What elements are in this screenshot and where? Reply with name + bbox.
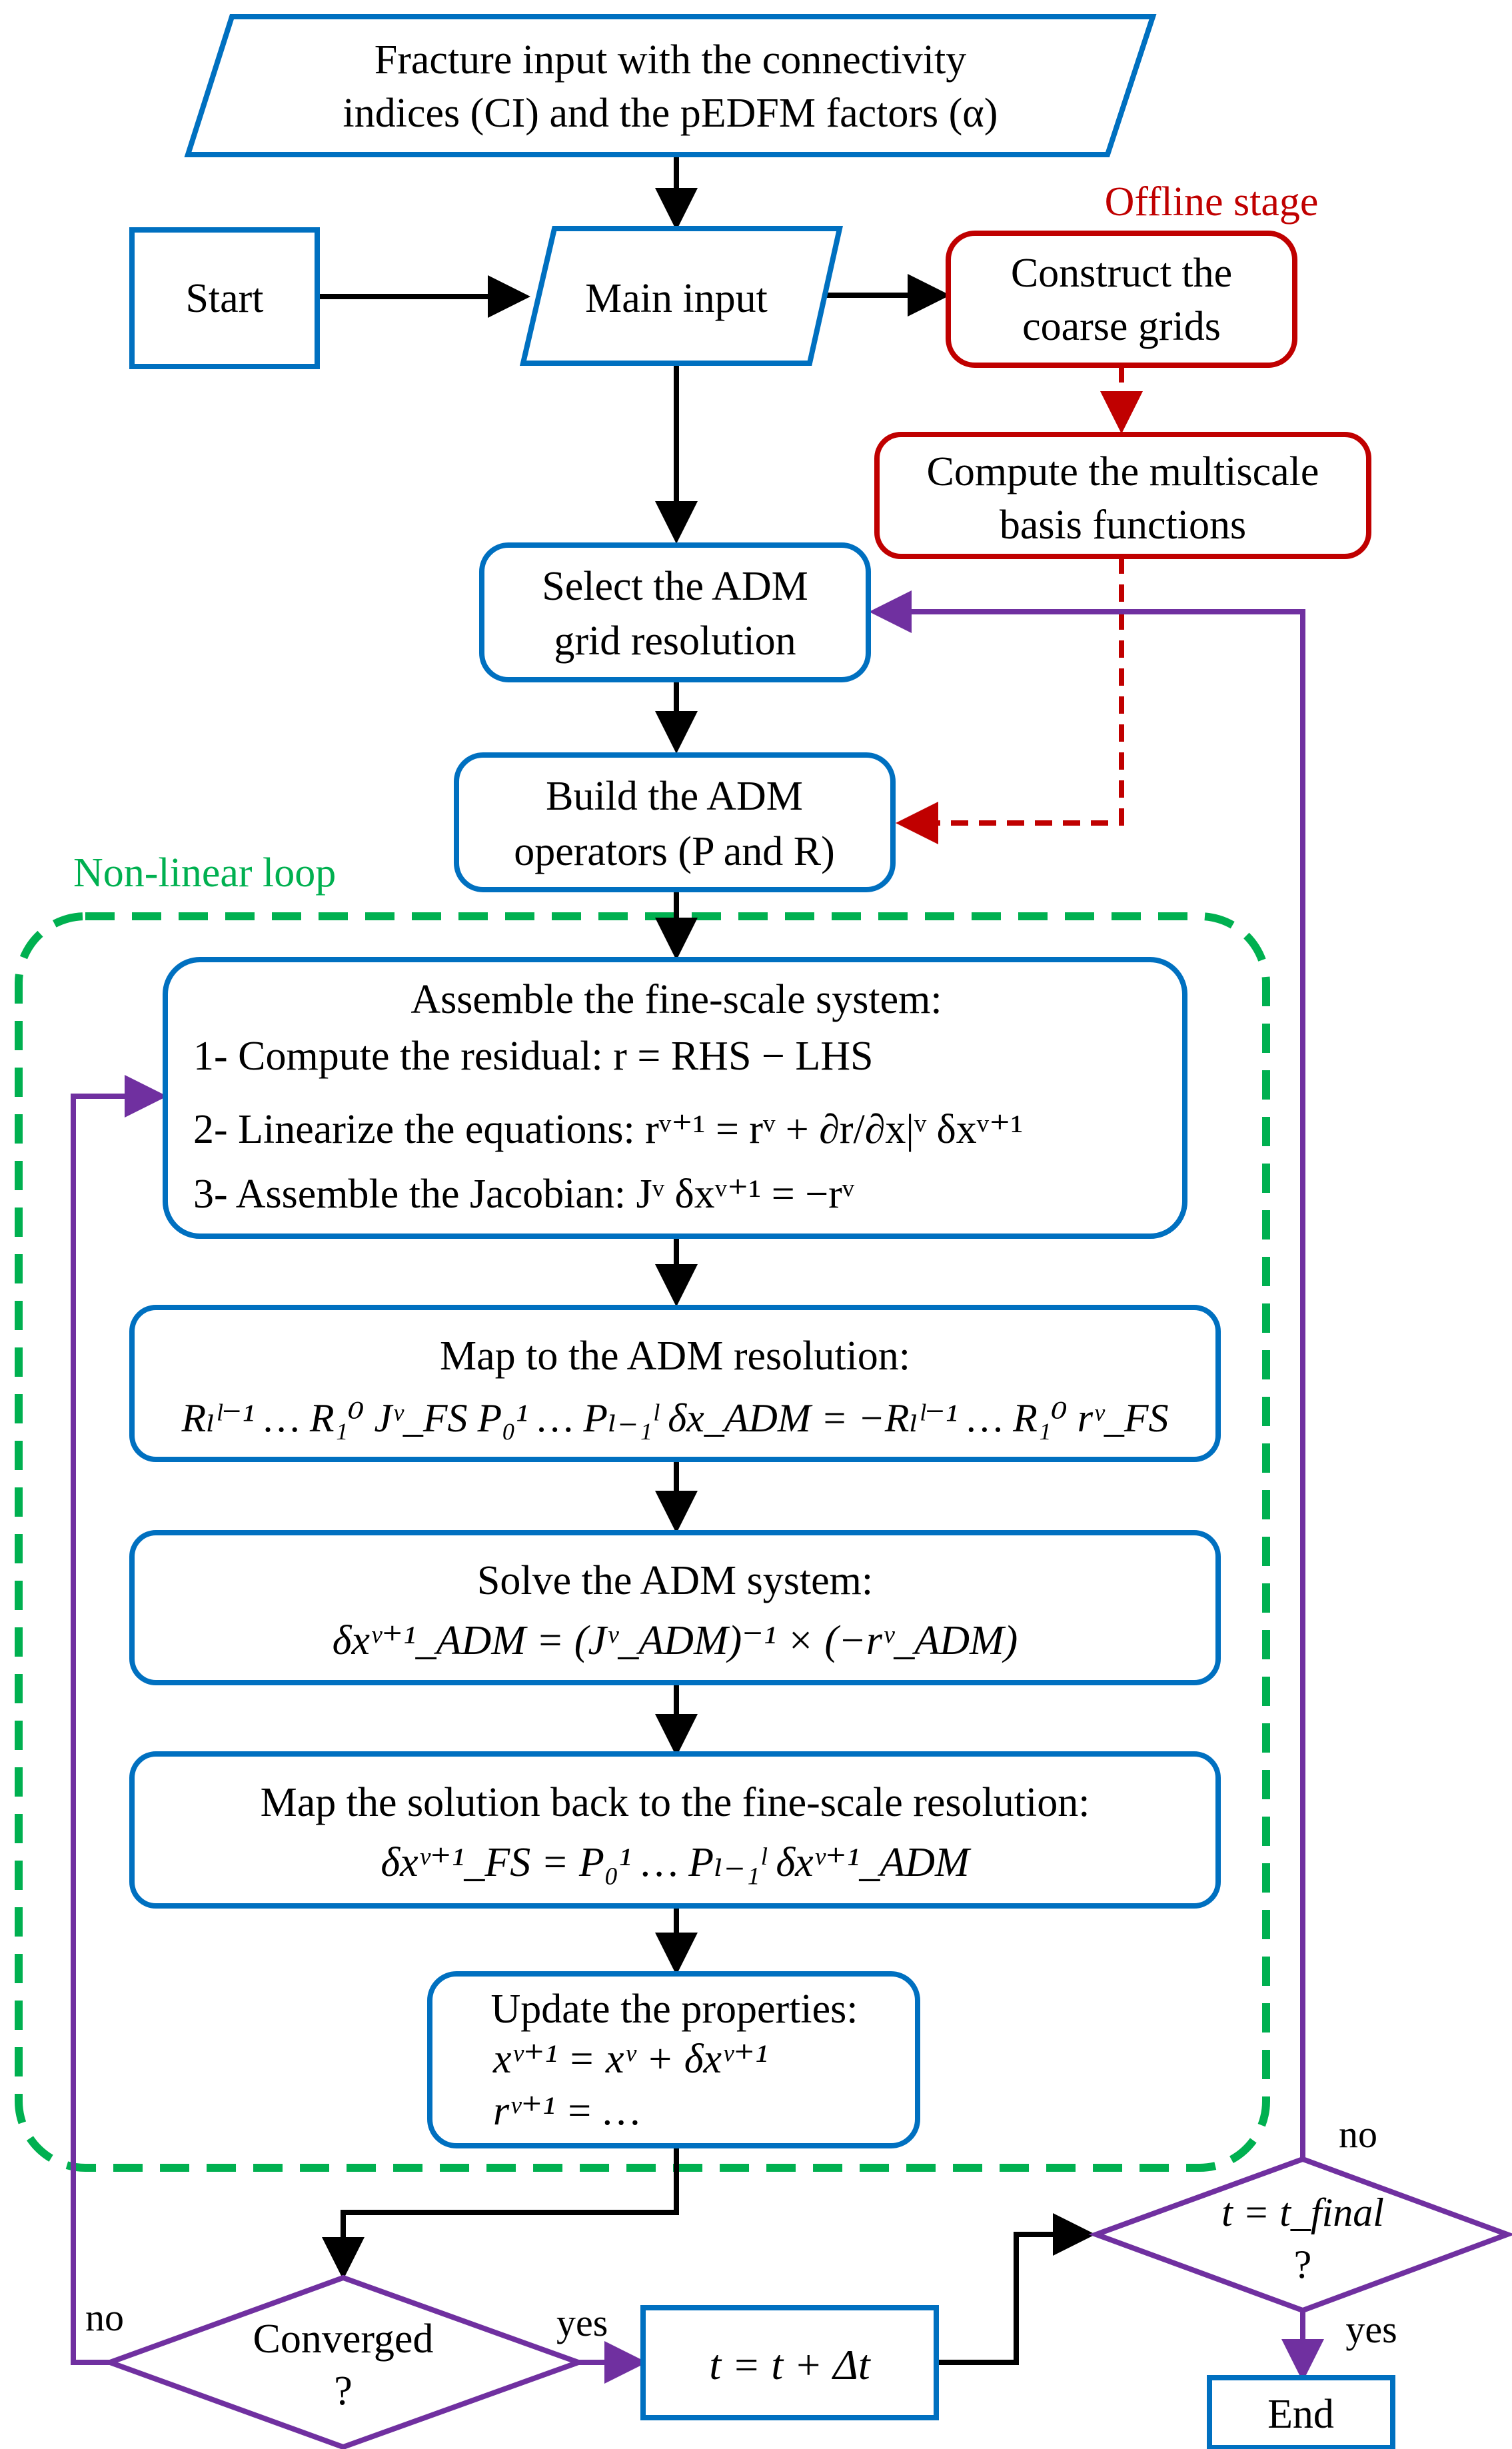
converged-line1: Converged xyxy=(253,2316,434,2362)
arrow-basis-to-build xyxy=(896,556,1124,844)
start-label: Start xyxy=(185,276,263,321)
t-final-line2: ? xyxy=(1294,2242,1312,2286)
converged-line2: ? xyxy=(334,2368,353,2414)
map-back-title: Map the solution back to the fine-scale … xyxy=(261,1780,1090,1825)
fracture-input-line1: Fracture input with the connectivity xyxy=(375,37,966,83)
map-back-equation: δxᵛ⁺¹_FS = P₀¹ … Pₗ₋₁ˡ δxᵛ⁺¹_ADM xyxy=(380,1840,972,1885)
update-eq1: xᵛ⁺¹ = xᵛ + δxᵛ⁺¹ xyxy=(492,2037,768,2082)
map-adm-title: Map to the ADM resolution: xyxy=(440,1333,910,1379)
solve-adm-equation: δxᵛ⁺¹_ADM = (Jᵛ_ADM)⁻¹ × (−rᵛ_ADM) xyxy=(333,1618,1018,1663)
arrow-timestep-to-tfinal xyxy=(938,2213,1096,2365)
update-eq2: rᵛ⁺¹ = … xyxy=(493,2088,640,2134)
assemble-step3: 3- Assemble the Jacobian: Jᵛ δxᵛ⁺¹ = −rᵛ xyxy=(193,1172,855,1217)
assemble-title: Assemble the fine-scale system: xyxy=(410,977,942,1022)
assemble-step1: 1- Compute the residual: r = RHS − LHS xyxy=(193,1034,874,1079)
fracture-input-node: Fracture input with the connectivity ind… xyxy=(184,14,1157,157)
map-adm-node: Map to the ADM resolution: Rₗˡ⁻¹ … R₁⁰ J… xyxy=(129,1305,1221,1462)
assemble-node: Assemble the fine-scale system: 1- Compu… xyxy=(163,957,1187,1239)
construct-grids-line1: Construct the xyxy=(1011,251,1232,296)
t-final-no-label: no xyxy=(1339,2112,1377,2156)
build-operators-line1: Build the ADM xyxy=(546,774,803,819)
converged-no-label: no xyxy=(85,2296,124,2339)
end-label: End xyxy=(1267,2392,1334,2437)
compute-basis-line1: Compute the multiscale xyxy=(927,449,1319,494)
start-node: Start xyxy=(129,227,320,369)
select-resolution-line2: grid resolution xyxy=(554,618,796,664)
converged-decision: Converged ? xyxy=(102,2274,586,2449)
time-step-label: t = t + Δt xyxy=(709,2341,872,2388)
select-resolution-node: Select the ADM grid resolution xyxy=(479,542,871,682)
update-node: Update the properties: xᵛ⁺¹ = xᵛ + δxᵛ⁺¹… xyxy=(427,1971,920,2148)
compute-basis-node: Compute the multiscale basis functions xyxy=(874,432,1371,559)
build-operators-node: Build the ADM operators (P and R) xyxy=(454,752,896,892)
nonlinear-loop-label: Non-linear loop xyxy=(73,850,336,896)
construct-grids-line2: coarse grids xyxy=(1022,304,1221,349)
assemble-step2: 2- Linearize the equations: rᵛ⁺¹ = rᵛ + … xyxy=(193,1107,1023,1152)
arrow-tfinal-no xyxy=(869,590,1305,2158)
select-resolution-line1: Select the ADM xyxy=(542,564,808,609)
t-final-decision: t = t_final ? xyxy=(1088,2156,1512,2314)
end-node: End xyxy=(1207,2375,1395,2449)
main-input-node: Main input xyxy=(519,226,843,366)
map-adm-equation: Rₗˡ⁻¹ … R₁⁰ Jᵛ_FS P₀¹ … Pₗ₋₁ˡ δx_ADM = −… xyxy=(181,1396,1169,1440)
converged-yes-label: yes xyxy=(556,2301,608,2344)
solve-adm-node: Solve the ADM system: δxᵛ⁺¹_ADM = (Jᵛ_AD… xyxy=(129,1530,1221,1685)
build-operators-line2: operators (P and R) xyxy=(514,829,835,874)
compute-basis-line2: basis functions xyxy=(1000,502,1246,548)
t-final-yes-label: yes xyxy=(1345,2308,1397,2351)
fracture-input-line2: indices (CI) and the pEDFM factors (α) xyxy=(343,91,998,136)
t-final-line1: t = t_final xyxy=(1221,2190,1384,2234)
time-step-node: t = t + Δt xyxy=(640,2305,939,2420)
solve-adm-title: Solve the ADM system: xyxy=(477,1558,873,1603)
offline-stage-label: Offline stage xyxy=(1105,179,1319,225)
update-title: Update the properties: xyxy=(491,1987,858,2032)
construct-grids-node: Construct the coarse grids xyxy=(946,231,1297,368)
arrow-converged-no xyxy=(71,1075,167,2365)
nonlinear-loop-boundary xyxy=(15,912,1270,2172)
arrow-update-to-converged xyxy=(322,2146,679,2280)
map-back-node: Map the solution back to the fine-scale … xyxy=(129,1751,1221,1909)
main-input-label: Main input xyxy=(585,276,768,321)
